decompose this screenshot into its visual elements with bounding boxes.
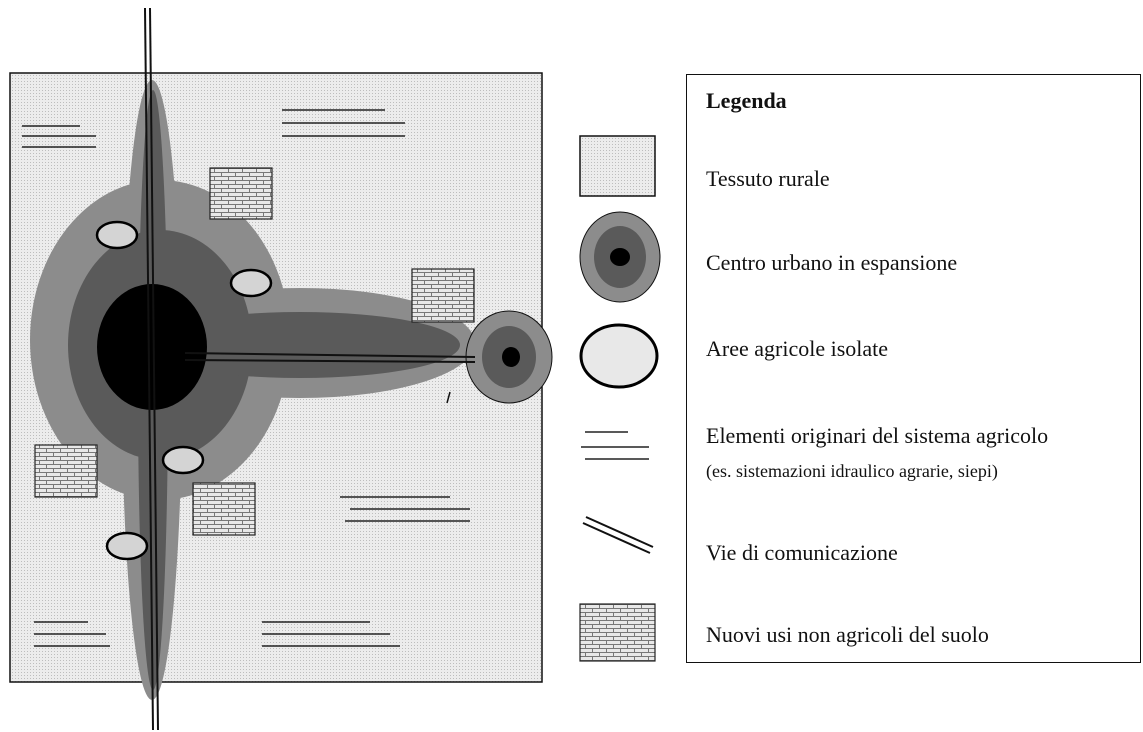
legend-label-new-uses: Nuovi usi non agricoli del suolo [706, 622, 989, 647]
legend-symbol-new-uses [579, 603, 656, 662]
legend-sublabel-agricultural-elements: (es. sistemazioni idraulico agrarie, sie… [706, 461, 998, 481]
legend-label-routes: Vie di comunicazione [706, 540, 898, 565]
legend-symbol-agricultural-lines [581, 431, 649, 460]
legend-panel [686, 74, 1141, 663]
isolated-agricultural-areas [95, 220, 273, 561]
legend-label-rural-fabric: Tessuto rurale [706, 166, 830, 191]
new-land-uses [34, 167, 475, 536]
legend-symbol-isolated-area [579, 323, 659, 389]
legend-symbol-routes [582, 516, 654, 554]
legend-title: Legenda [706, 88, 787, 113]
agricultural-lines-map [22, 109, 470, 647]
communication-routes [144, 7, 476, 731]
stray-mark [446, 391, 451, 404]
legend-symbol-rural-fabric [579, 135, 656, 197]
urban-core [97, 284, 207, 410]
satellite-urban-center [465, 310, 553, 404]
legend-symbol-urban-center [579, 211, 661, 303]
legend-label-urban-center: Centro urbano in espansione [706, 250, 958, 275]
legend-label-agricultural-elements: Elementi originari del sistema agricolo [706, 423, 1049, 448]
legend-label-isolated-areas: Aree agricole isolate [706, 336, 889, 361]
